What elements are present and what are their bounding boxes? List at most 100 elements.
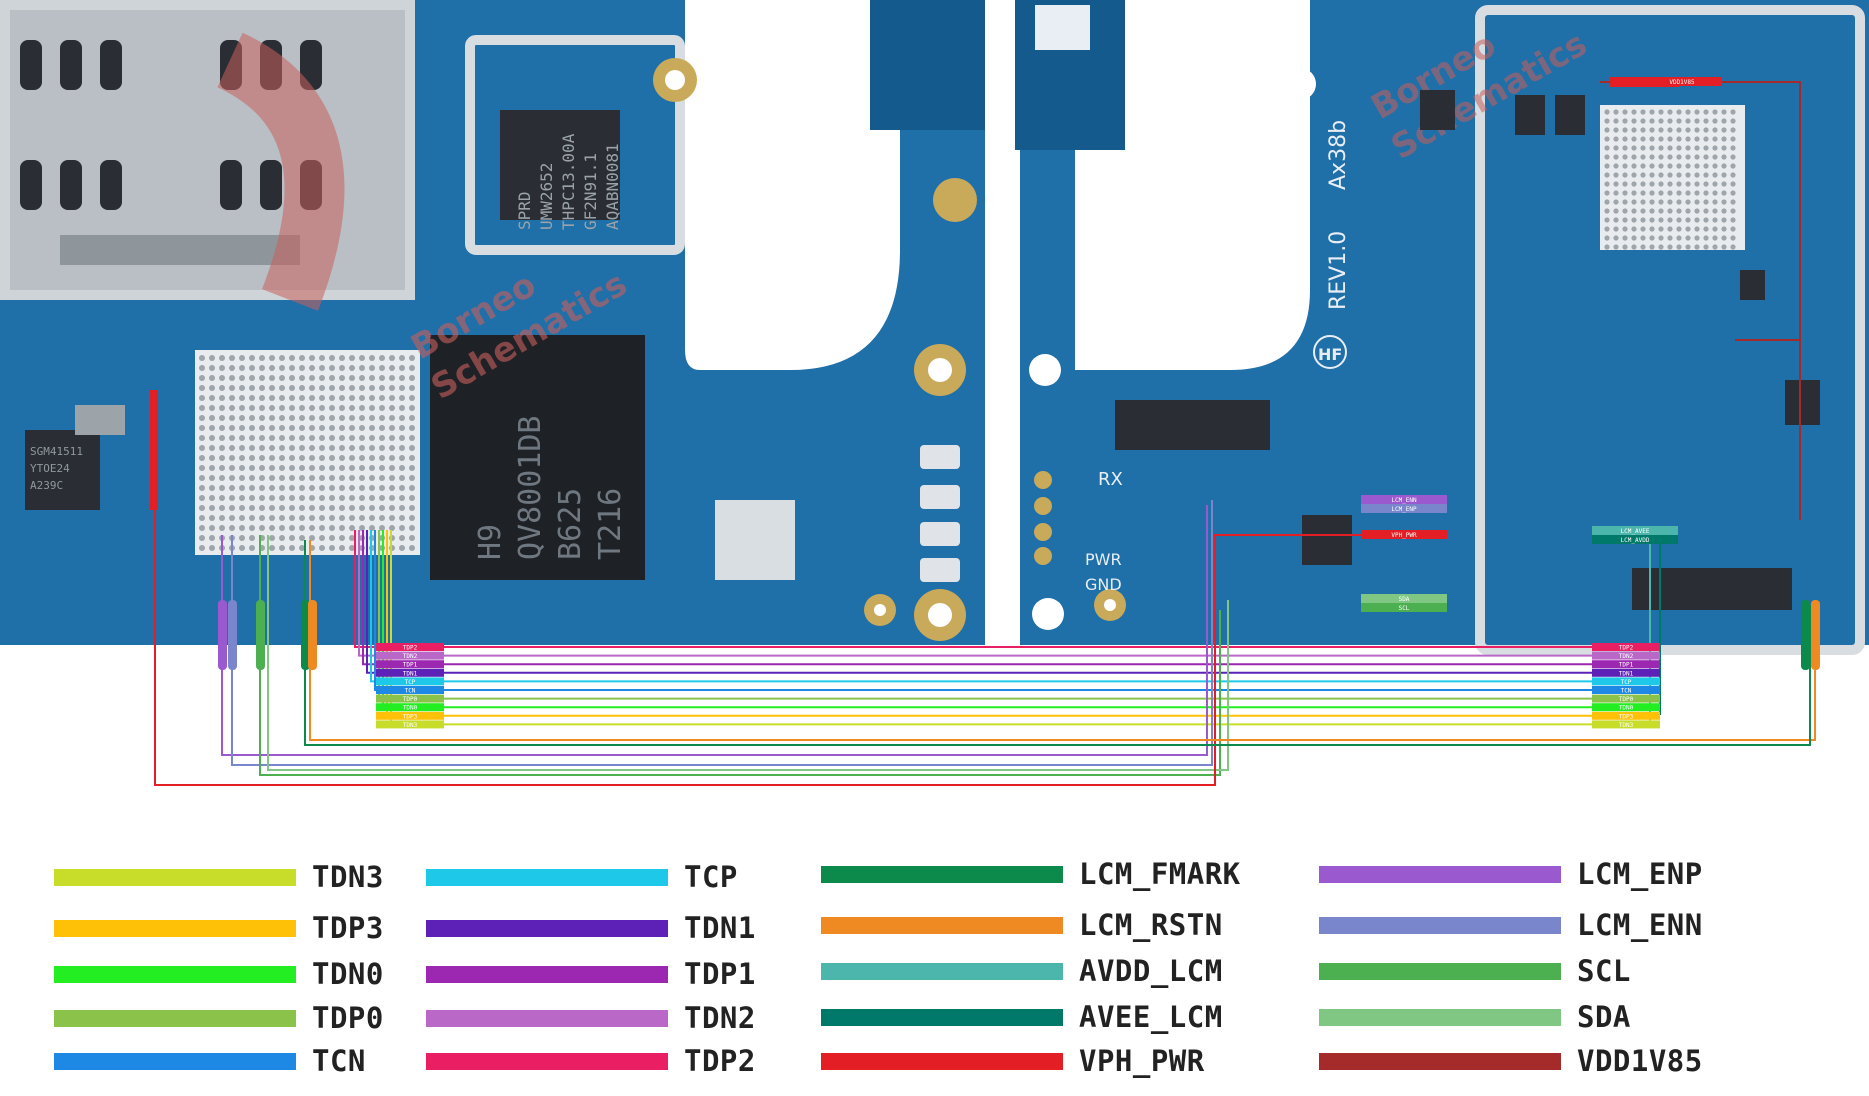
probe-pin [1811, 600, 1820, 670]
legend-swatch [426, 1009, 668, 1027]
pad-tag-right [1592, 651, 1660, 660]
cpu-bga-pads [195, 350, 420, 555]
tag-vdd1v85: VDD1V85 [1669, 79, 1695, 86]
pad-tag-right-label: TDP3 [1619, 713, 1634, 720]
chip-top-text-1: UMW2652 [537, 163, 556, 230]
legend-label: TDP2 [684, 1044, 756, 1078]
tag-lcm-avee: LCM_AVEE [1621, 528, 1650, 535]
legend-swatch [426, 919, 668, 937]
legend-swatch [821, 962, 1063, 980]
legend-label: SCL [1577, 954, 1631, 988]
pad-tag-right [1592, 643, 1660, 651]
left-board: SPRD UMW2652 THPC13.00A GF2N91.1 AQABN00… [0, 0, 985, 645]
memory-text-3: T216 [593, 488, 628, 560]
pad-tag-right [1592, 711, 1660, 720]
pad-tag-right-label: TDP1 [1619, 662, 1634, 669]
pad-tag-right [1592, 660, 1660, 669]
legend-item-tdp0: TDP0 [54, 998, 384, 1038]
charger-chip [25, 430, 100, 510]
wifi-chip [500, 110, 620, 220]
legend-item-tcp: TCP [426, 857, 738, 897]
legend-label: AVDD_LCM [1079, 954, 1223, 988]
legend-item-tdn3: TDN3 [54, 857, 384, 897]
legend-swatch [54, 868, 296, 886]
legend-item-tdn2: TDN2 [426, 998, 756, 1038]
gnd-text: GND [1085, 575, 1122, 594]
probe-pin [256, 600, 265, 670]
legend-swatch [1319, 916, 1561, 934]
pad-tag-right-label: TCP [1621, 679, 1632, 686]
pad-tag-right [1592, 720, 1660, 729]
flex-connector-center [1115, 400, 1270, 450]
legend-label: TCN [312, 1044, 366, 1078]
model-text: Ax38b [1326, 120, 1351, 190]
tag-vph-pwr: VPH_PWR [1391, 532, 1417, 539]
chip-top-text-0: SPRD [515, 191, 534, 230]
legend-item-vph-pwr: VPH_PWR [821, 1041, 1205, 1081]
pad-tag-right-label: TDN0 [1619, 705, 1634, 712]
legend-label: LCM_FMARK [1079, 857, 1241, 891]
memory-chip [430, 335, 645, 580]
pad-tag-left-label: TDP3 [403, 713, 418, 720]
pad-tag-left-label: TDN0 [403, 705, 418, 712]
rx-text: RX [1098, 469, 1123, 490]
legend-label: AVEE_LCM [1079, 1000, 1223, 1034]
legend-swatch [54, 1052, 296, 1070]
legend-item-avdd-lcm: AVDD_LCM [821, 951, 1223, 991]
legend-swatch [821, 1052, 1063, 1070]
legend-label: LCM_ENP [1577, 857, 1703, 891]
rf-shield-outline [465, 35, 685, 255]
pad-tag-left [376, 694, 444, 703]
legend-label: TDP0 [312, 1001, 384, 1035]
legend-item-tdp3: TDP3 [54, 908, 384, 948]
legend-label: TDP1 [684, 957, 756, 991]
pad-tag-right [1592, 694, 1660, 703]
pad-tag-right [1592, 686, 1660, 694]
memory-text-0: H9 [473, 524, 508, 560]
memory-text-2: B625 [553, 488, 588, 560]
tag-scl: SCL [1399, 605, 1410, 612]
legend-label: VPH_PWR [1079, 1044, 1205, 1078]
legend-label: TDN2 [684, 1001, 756, 1035]
pad-tag-right-label: TDN1 [1619, 670, 1634, 677]
right-tags: LCM_ENN LCM_ENP VPH_PWR SDA SCL LCM_AVEE… [1361, 77, 1722, 612]
pad-tag-right-label: TDP2 [1619, 645, 1634, 652]
legend-item-lcm-enn: LCM_ENN [1319, 905, 1703, 945]
pad-tag-left [376, 677, 444, 686]
legend-item-tdp1: TDP1 [426, 954, 756, 994]
pad-tag-left [376, 686, 444, 694]
legend-swatch [426, 1052, 668, 1070]
probe-pin [301, 600, 310, 670]
pad-tag-left-label: TCP [405, 679, 416, 686]
legend-label: VDD1V85 [1577, 1044, 1703, 1078]
legend-label: LCM_ENN [1577, 908, 1703, 942]
pad-tag-left-label: TDN2 [403, 653, 418, 660]
legend-swatch [1319, 1008, 1561, 1026]
rev-text: REV1.0 [1326, 231, 1351, 310]
legend-swatch [54, 919, 296, 937]
chip-top-text-4: AQABN0081 [603, 143, 622, 230]
memory-text-1: QV8001DB [513, 416, 548, 561]
legend-label: TDN1 [684, 911, 756, 945]
pad-tag-left [376, 720, 444, 729]
right-board: Ax38b REV1.0 HF RX PWR GND Borneo Schema… [1015, 0, 1869, 655]
legend-item-lcm-enp: LCM_ENP [1319, 854, 1703, 894]
legend-label: LCM_RSTN [1079, 908, 1223, 942]
chip-top-text-2: THPC13.00A [559, 133, 578, 230]
pad-tag-left [376, 651, 444, 660]
tag-lcm-enn: LCM_ENN [1391, 497, 1417, 504]
pwr-text: PWR [1085, 550, 1122, 569]
hf-text: HF [1318, 345, 1342, 364]
legend-item-vdd1v85: VDD1V85 [1319, 1041, 1703, 1081]
legend-item-tdn0: TDN0 [54, 954, 384, 994]
legend-swatch [821, 865, 1063, 883]
flex-connector-right [1632, 568, 1792, 610]
legend-item-tdp2: TDP2 [426, 1041, 756, 1081]
tag-lcm-avdd: LCM_AVDD [1621, 537, 1650, 544]
legend-item-tdn1: TDN1 [426, 908, 756, 948]
legend-swatch [1319, 962, 1561, 980]
legend-item-lcm-fmark: LCM_FMARK [821, 854, 1241, 894]
pad-tag-left-label: TCN [405, 688, 416, 695]
legend-swatch [1319, 865, 1561, 883]
